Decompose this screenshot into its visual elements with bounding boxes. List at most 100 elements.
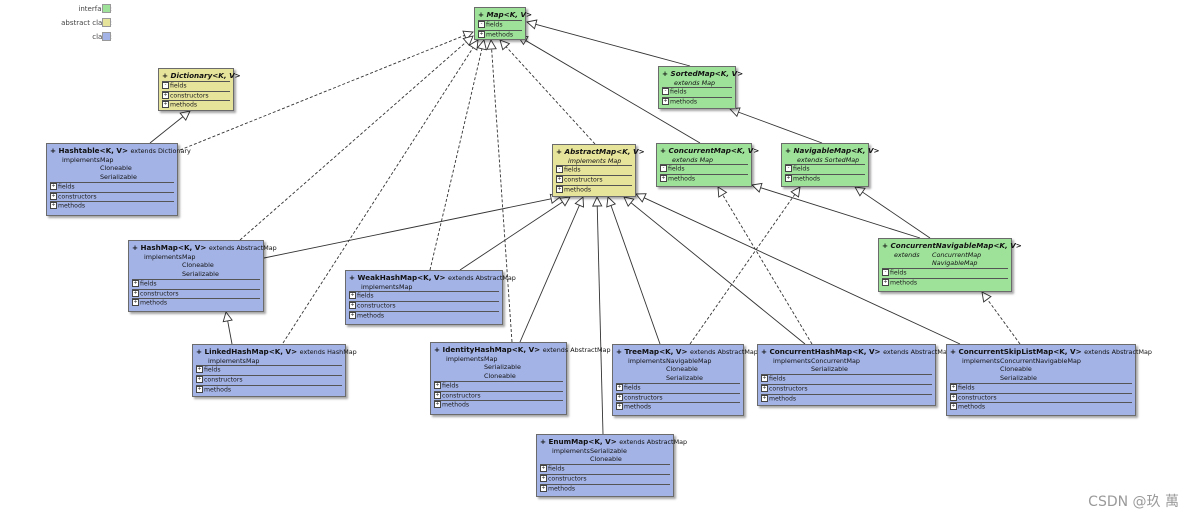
methods-section[interactable]: +methods [50,201,174,211]
implements-edge [491,48,513,343]
arrowhead [574,196,585,208]
constructors-section[interactable]: +constructors [540,473,670,484]
implements-edge [986,299,1021,345]
fields-section[interactable]: +fields [132,278,260,289]
node-title: + HashMap<K, V> [132,243,207,252]
sortedmap-interface-node[interactable]: + SortedMap<K, V> extends Map -fields +m… [658,66,743,109]
extends-edge [459,201,563,271]
node-title: + LinkedHashMap<K, V> [196,347,298,356]
weakhashmap-class-node[interactable]: + WeakHashMap<K, V> extends AbstractMap … [345,270,516,325]
constructors-section[interactable]: +constructors [50,191,174,202]
map-interface-node[interactable]: + Map<K, V> -fields +methods [474,7,532,40]
concurrentskiplistmap-class-node[interactable]: + ConcurrentSkipListMap<K, V> extends Ab… [946,344,1152,416]
node-title: + SortedMap<K, V> [662,69,744,78]
fields-section[interactable]: +fields [50,181,174,192]
concurrenthashmap-class-node[interactable]: + ConcurrentHashMap<K, V> extends Abstra… [757,344,951,406]
constructors-section[interactable]: +constructors [761,383,932,394]
methods-section[interactable]: +methods [950,402,1132,412]
arrowhead [462,35,474,47]
node-title: + ConcurrentNavigableMap<K, V> [882,241,1022,250]
legend-class-swatch [102,32,111,41]
watermark: CSDN @玖 萬 [1088,494,1179,510]
arrowhead [981,291,992,303]
arrowhead [635,193,647,203]
hashmap-class-node[interactable]: + HashMap<K, V> extends AbstractMap impl… [128,240,277,312]
implements-edge [282,47,474,344]
extends-edge [525,40,701,144]
arrowhead [559,196,571,207]
concurrentmap-interface-node[interactable]: + ConcurrentMap<K, V> extends Map -field… [656,143,759,187]
fields-section[interactable]: -fields [660,164,748,174]
arrowhead [623,196,635,208]
arrowhead [592,195,603,207]
implements-edge [689,194,796,345]
abstractmap-class-node[interactable]: + AbstractMap<K, V> implements Map -fiel… [552,144,645,197]
constructors-section[interactable]: +constructors [434,390,563,401]
methods-section[interactable]: +methods [785,174,865,184]
navigablemap-interface-node[interactable]: + NavigableMap<K, V> extends SortedMap -… [781,143,880,187]
treemap-class-node[interactable]: + TreeMap<K, V> extends AbstractMap impl… [612,344,758,416]
implements-edge [505,46,596,145]
implements-edge [239,41,467,241]
fields-section[interactable]: +fields [349,291,499,301]
node-title: + EnumMap<K, V> [540,437,617,446]
constructors-section[interactable]: +constructors [132,288,260,299]
fields-section[interactable]: -fields [882,268,1008,278]
implements-edge [429,48,483,271]
node-title: + IdentityHashMap<K, V> [434,345,541,354]
methods-section[interactable]: +methods [660,174,748,184]
identityhashmap-class-node[interactable]: + IdentityHashMap<K, V> extends Abstract… [430,342,611,415]
arrowhead [717,186,728,198]
methods-section[interactable]: +methods [540,483,670,494]
constructors-section[interactable]: +constructors [196,375,342,385]
methods-section[interactable]: +methods [162,100,230,110]
constructors-section[interactable]: +constructors [349,301,499,311]
methods-section[interactable]: +methods [478,29,522,40]
extends-edge [862,191,931,239]
methods-section[interactable]: +methods [882,277,1008,288]
constructors-section[interactable]: +constructors [162,90,230,101]
arrowhead [499,39,511,51]
linkedhashmap-class-node[interactable]: + LinkedHashMap<K, V> extends HashMap im… [192,344,357,397]
extends-edge [263,198,552,259]
arrowhead [222,311,233,323]
fields-section[interactable]: -fields [662,87,732,97]
legend: interface: abstract class: class: [20,4,112,46]
arrowhead [854,186,866,197]
node-title: + ConcurrentHashMap<K, V> [761,347,881,356]
fields-section[interactable]: +fields [616,382,740,393]
methods-section[interactable]: +methods [434,400,563,410]
fields-section[interactable]: -fields [556,165,632,175]
extends-edge [738,111,823,144]
methods-section[interactable]: +methods [761,393,932,404]
fields-section[interactable]: -fields [478,19,522,30]
constructors-section[interactable]: +constructors [950,392,1132,403]
constructors-section[interactable]: +constructors [616,392,740,403]
methods-section[interactable]: +methods [349,311,499,321]
methods-section[interactable]: +methods [196,385,342,395]
fields-section[interactable]: +fields [196,365,342,375]
methods-section[interactable]: +methods [556,185,632,195]
fields-section[interactable]: -fields [785,164,865,174]
fields-section[interactable]: +fields [434,380,563,391]
dictionary-class-node[interactable]: + Dictionary<K, V> -fields +constructors… [158,68,241,111]
fields-section[interactable]: +fields [950,382,1132,393]
extends-edge [630,202,806,345]
arrowhead [729,107,741,118]
methods-section[interactable]: +methods [616,402,740,412]
arrowhead [486,38,497,50]
fields-section[interactable]: +fields [761,374,932,384]
extends-edge [596,205,604,435]
methods-section[interactable]: +methods [662,97,732,107]
extends-line: extends SortedMap [797,155,860,164]
fields-section[interactable]: +fields [540,464,670,474]
fields-section[interactable]: -fields [162,80,230,91]
methods-section[interactable]: +methods [132,298,260,308]
node-title: + TreeMap<K, V> [616,347,688,356]
arrowhead [462,30,474,41]
implements-edge [179,34,465,151]
constructors-section[interactable]: +constructors [556,175,632,185]
enummap-class-node[interactable]: + EnumMap<K, V> extends AbstractMap impl… [536,434,687,497]
hashtable-class-node[interactable]: + Hashtable<K, V> extends Dictionary imp… [46,143,191,216]
